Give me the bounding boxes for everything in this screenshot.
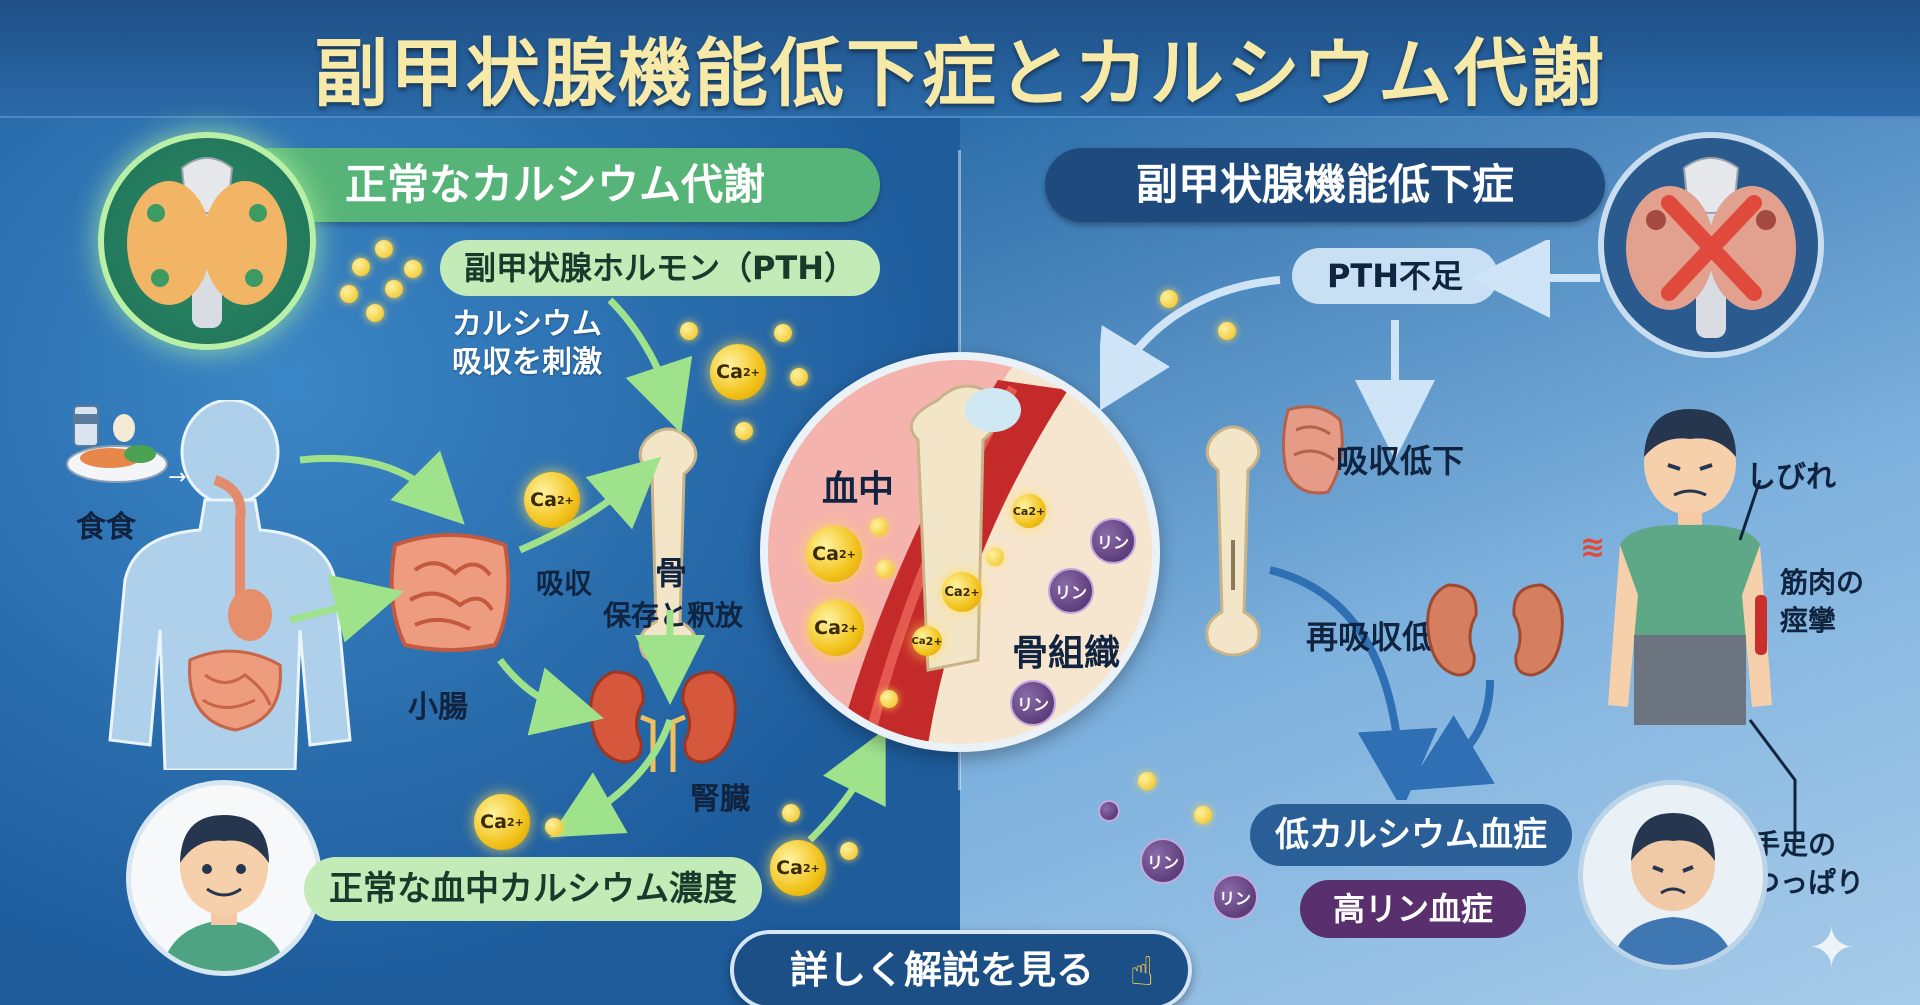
calcium-dot — [782, 804, 800, 822]
calcium-dot — [880, 690, 898, 708]
calcium-dot — [1194, 806, 1212, 824]
kidney-label: 腎臓 — [690, 782, 750, 817]
food-label: 食食 — [76, 510, 136, 545]
flow-arrows-left — [289, 297, 886, 843]
bone-tissue-label: 骨組織 — [1012, 633, 1121, 674]
pointer-hand-icon: ☝ — [1129, 949, 1154, 995]
page-title: 副甲状腺機能低下症とカルシウム代謝 — [314, 31, 1606, 117]
calcium-dot — [735, 422, 753, 440]
learn-more-label: 詳しく解説を見る — [790, 948, 1095, 992]
calcium-dot — [545, 818, 563, 836]
header-bar — [0, 0, 1920, 118]
pth-label: 副甲状腺ホルモン（PTH） — [440, 240, 880, 296]
hand-foot-tetany-label: 手足の つっぱり — [1752, 828, 1865, 899]
flow-arrows-right — [1100, 240, 1600, 800]
calcium-dot — [352, 258, 370, 276]
phosphate-ion: リン — [1048, 568, 1094, 614]
hyperphosphatemia-label: 高リン血症 — [1300, 880, 1526, 938]
phosphate-ion — [1098, 800, 1120, 822]
calcium-dot — [366, 304, 384, 322]
calcium-dot — [986, 548, 1004, 566]
bone-label: 骨 — [655, 554, 688, 592]
symptomatic-person-illustration — [1608, 409, 1772, 725]
callout-lines — [1738, 480, 1797, 840]
food-plate-icon — [66, 405, 168, 483]
stimulate-absorption-label: カルシウム 吸収を刺激 — [452, 307, 602, 380]
thyroid-normal-illustration — [98, 132, 316, 350]
phosphate-ion: リン — [1212, 874, 1258, 920]
calcium-dot — [680, 322, 698, 340]
calcium-dot — [1160, 290, 1178, 308]
absorption-decreased-label: 吸収低下 — [1336, 442, 1465, 480]
weak-bone-illustration — [1205, 425, 1261, 657]
normal-calcium-level-label: 正常な血中カルシウム濃度 — [304, 857, 762, 921]
thyroid-dysfunction-illustration — [1598, 132, 1824, 358]
calcium-dot — [340, 285, 358, 303]
numbness-label: しびれ — [1746, 460, 1836, 495]
phosphate-ion: リン — [1090, 518, 1136, 564]
sparkle-icon: ✦ — [1808, 916, 1855, 981]
healthy-person-illustration — [126, 780, 322, 976]
calcium-dot — [774, 324, 792, 342]
small-intestine-label: 小腸 — [408, 690, 468, 725]
tremor-marks-icon: ≋ — [1580, 530, 1606, 565]
calcium-dot — [1218, 322, 1236, 340]
learn-more-button[interactable]: 詳しく解説を見る ☝ — [730, 930, 1192, 1005]
absorption-label: 吸収 — [536, 567, 593, 600]
blood-label: 血中 — [822, 469, 895, 510]
food-arrow-icon: → — [168, 465, 187, 490]
calcium-dot — [870, 518, 888, 536]
distressed-person-illustration — [1578, 780, 1768, 970]
kidneys-weak-illustration — [1426, 583, 1564, 677]
calcium-dot — [1138, 772, 1156, 790]
human-body-illustration — [108, 400, 352, 770]
phosphate-ion: リン — [1010, 680, 1056, 726]
calcium-dot — [840, 842, 858, 860]
phosphate-ion: リン — [1140, 838, 1186, 884]
calcium-dot — [876, 560, 894, 578]
disorder-heading: 副甲状腺機能低下症 — [1045, 148, 1605, 222]
intestine-weak-illustration — [1281, 405, 1344, 495]
hypocalcemia-label: 低カルシウム血症 — [1250, 804, 1572, 866]
calcium-dot — [375, 240, 393, 258]
calcium-dot — [385, 280, 403, 298]
normal-heading: 正常なカルシウム代謝 — [230, 148, 880, 222]
pth-deficiency-label: PTH不足 — [1292, 248, 1498, 304]
calcium-dot — [790, 368, 808, 386]
muscle-cramp-label: 筋肉の 痙攣 — [1780, 566, 1865, 637]
calcium-dot — [404, 260, 422, 278]
